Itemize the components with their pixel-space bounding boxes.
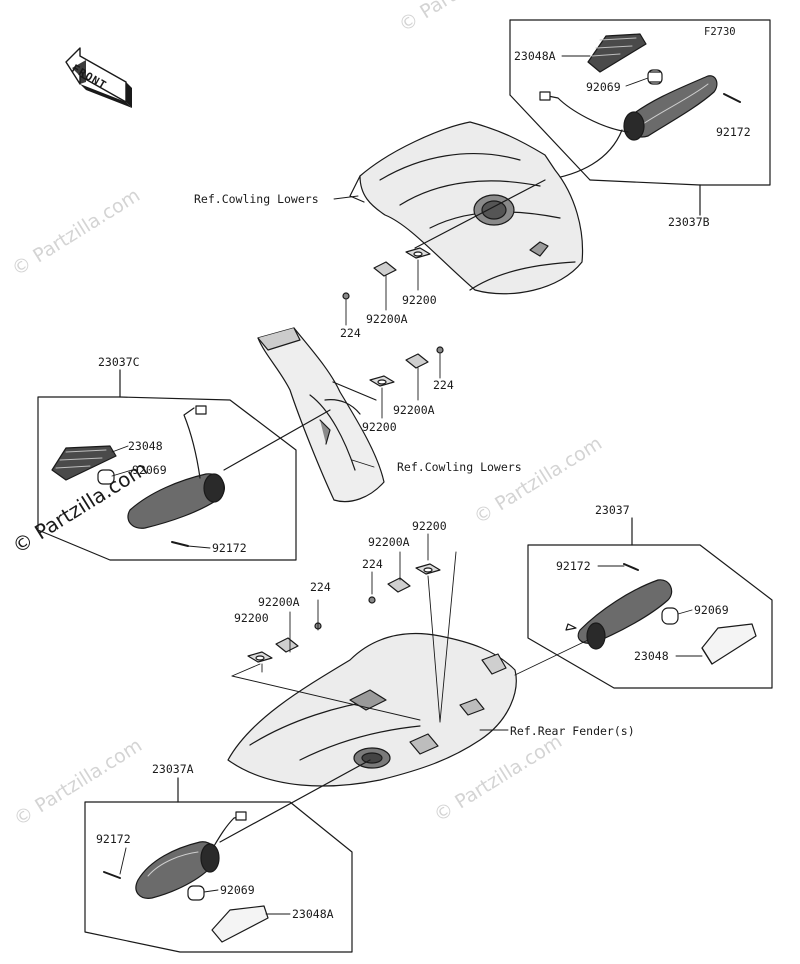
callout-92069-top[interactable]: 92069 [586, 80, 621, 94]
label-leaders [111, 55, 703, 915]
callout-23037C[interactable]: 23037C [98, 355, 140, 369]
leaders-middle-hardware [381, 353, 441, 419]
callout-23048-left[interactable]: 23048 [128, 439, 163, 453]
callout-224-a[interactable]: 224 [340, 326, 361, 340]
screw-92172-right[interactable] [623, 563, 639, 571]
screw-92172-top[interactable] [723, 93, 741, 103]
bulb-92069-bottom[interactable] [187, 885, 205, 901]
bulb-92069-left[interactable] [97, 469, 115, 485]
lens-23048A-top[interactable] [587, 33, 647, 73]
callout-ref-cowling-mid[interactable]: Ref.Cowling Lowers [397, 460, 522, 474]
rear-fender[interactable] [227, 632, 517, 787]
callout-23037[interactable]: 23037 [595, 503, 630, 517]
hardware-upper[interactable] [342, 247, 431, 300]
callout-92200A-d[interactable]: 92200A [258, 595, 300, 609]
callout-224-b[interactable]: 224 [433, 378, 454, 392]
lens-23048-right[interactable] [701, 623, 757, 665]
callout-224-d[interactable]: 224 [310, 580, 331, 594]
callout-92069-left[interactable]: 92069 [132, 463, 167, 477]
upper-cowling-lowers[interactable] [349, 121, 584, 295]
leaders-upper-hardware [345, 259, 419, 326]
bulb-92069-top[interactable] [647, 69, 663, 85]
leader-mid-a [332, 381, 377, 401]
callout-ref-cowling-upper[interactable]: Ref.Cowling Lowers [194, 192, 319, 206]
callout-23048A-bottom[interactable]: 23048A [292, 907, 334, 921]
callout-23048-right[interactable]: 23048 [634, 649, 669, 663]
callout-92200-b[interactable]: 92200 [362, 420, 397, 434]
assembly-box-23037B [509, 19, 771, 216]
hardware-fender[interactable] [247, 563, 441, 663]
callout-92172-right[interactable]: 92172 [556, 559, 591, 573]
callout-92069-bottom[interactable]: 92069 [220, 883, 255, 897]
callout-ref-rear-fender[interactable]: Ref.Rear Fender(s) [510, 724, 635, 738]
turn-signal-23037A[interactable] [135, 811, 247, 899]
assembly-box-23037A [84, 759, 371, 953]
callout-92172-bottom[interactable]: 92172 [96, 832, 131, 846]
screw-92172-bottom[interactable] [103, 871, 121, 879]
callout-23037B[interactable]: 23037B [668, 215, 710, 229]
callout-224-c[interactable]: 224 [362, 557, 383, 571]
leaders-fender [231, 533, 589, 731]
lens-23048-left[interactable] [51, 445, 117, 481]
assembly-box-23037C [37, 369, 297, 561]
callout-92200A-a[interactable]: 92200A [366, 312, 408, 326]
callout-92200-d[interactable]: 92200 [234, 611, 269, 625]
leader-mid-b [223, 409, 331, 471]
callout-92172-left[interactable]: 92172 [212, 541, 247, 555]
callout-92069-right[interactable]: 92069 [694, 603, 729, 617]
callout-23048A-top[interactable]: 23048A [514, 49, 556, 63]
turn-signal-23037B[interactable] [539, 75, 718, 181]
screw-92172-left[interactable] [171, 541, 189, 547]
callout-92200A-c[interactable]: 92200A [368, 535, 410, 549]
figure-code: F2730 [704, 26, 736, 38]
turn-signal-23037C[interactable] [127, 405, 225, 529]
callout-92200-a[interactable]: 92200 [402, 293, 437, 307]
callout-92200-c[interactable]: 92200 [412, 519, 447, 533]
assembly-box-23037 [527, 517, 773, 689]
callout-92172-top[interactable]: 92172 [716, 125, 751, 139]
front-arrow-icon [65, 47, 132, 108]
turn-signal-23037[interactable] [565, 579, 673, 650]
lens-23048A-bottom[interactable] [211, 905, 269, 943]
callout-23037A[interactable]: 23037A [152, 762, 194, 776]
bulb-92069-right[interactable] [661, 607, 679, 625]
hardware-middle[interactable] [369, 346, 444, 387]
callout-92200A-b[interactable]: 92200A [393, 403, 435, 417]
leader-upper [414, 179, 546, 249]
